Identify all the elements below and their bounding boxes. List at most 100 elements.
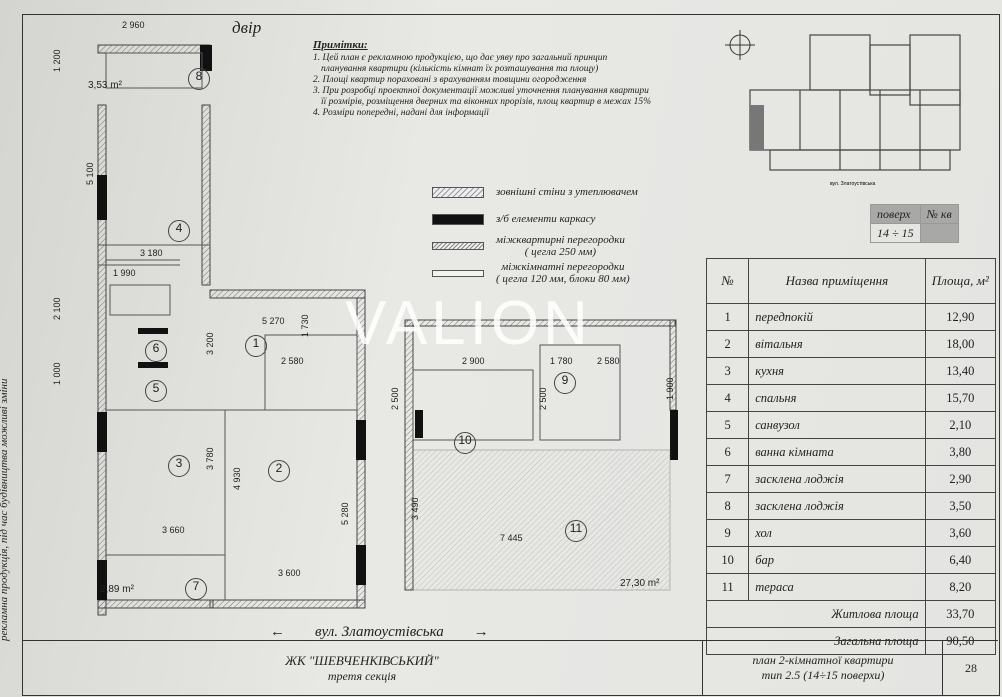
room-num: 11 xyxy=(705,573,750,601)
interapartment-swatch xyxy=(432,242,484,250)
room-num: 6 xyxy=(705,438,750,466)
col-area: Площа, м² xyxy=(924,258,997,304)
dimension-label: 5 280 xyxy=(340,502,350,525)
legend-label: міжкімнатні перегородки( цегла 120 мм, б… xyxy=(496,261,630,285)
page-number: 28 xyxy=(942,641,999,695)
dimension-label: 4 930 xyxy=(232,467,242,490)
room-number-label: 5 xyxy=(145,380,167,402)
note-line: планування квартири (кількість кімнат їх… xyxy=(321,64,599,74)
room-num: 10 xyxy=(705,546,750,574)
note-line: 1. Цей план є рекламною продукцією, що д… xyxy=(313,53,608,63)
room-area: 15,70 xyxy=(924,384,997,412)
floor-plan xyxy=(97,44,678,616)
room-area: 2,90 xyxy=(924,465,997,493)
room-number-label: 7 xyxy=(185,578,207,600)
room-number-label: 3 xyxy=(168,455,190,477)
street-name: вул. Златоустівська xyxy=(315,624,444,640)
room-name: засклена лоджія xyxy=(748,492,926,520)
note-line: її розмірів, розміщення дверних та вікон… xyxy=(321,97,652,107)
dimension-label: 1 780 xyxy=(550,356,573,366)
key-plan-street: вул. Златоустівська xyxy=(830,181,876,187)
room-num: 4 xyxy=(705,384,750,412)
room-num: 8 xyxy=(705,492,750,520)
side-note: рекламна продукція, під час будівництва … xyxy=(0,378,10,642)
dimension-label: 1 000 xyxy=(52,362,62,385)
living-area-label: Житлова площа xyxy=(706,600,926,628)
room-name: передпокій xyxy=(748,303,926,331)
room-area: 2,10 xyxy=(924,411,997,439)
room-name: вітальня xyxy=(748,330,926,358)
room-area: 13,40 xyxy=(924,357,997,385)
dimension-label: 1 730 xyxy=(300,314,310,337)
room-name: спальня xyxy=(748,384,926,412)
room-name: ванна кімната xyxy=(748,438,926,466)
room-name: санвузол xyxy=(748,411,926,439)
watermark: VALION xyxy=(345,289,592,358)
apt-value xyxy=(919,223,959,243)
dimension-label: 3 200 xyxy=(205,332,215,355)
room-number-label: 11 xyxy=(565,520,587,542)
col-num: № xyxy=(705,258,750,304)
note-line: 2. Площі квартир пораховані з врахування… xyxy=(313,75,587,85)
dimension-label: 3 780 xyxy=(205,447,215,470)
legend-label: з/б елементи каркасу xyxy=(496,213,596,225)
dimension-label: 2 580 xyxy=(281,356,304,366)
room-name: кухня xyxy=(748,357,926,385)
room-number-label: 9 xyxy=(554,372,576,394)
col-name: Назва приміщення xyxy=(748,258,926,304)
partition-swatch xyxy=(432,269,484,277)
area-label: 27,30 m² xyxy=(620,578,660,589)
area-label: 2,89 m² xyxy=(100,584,134,595)
room-area: 3,80 xyxy=(924,438,997,466)
concrete-swatch xyxy=(432,213,484,225)
courtyard-label: двір xyxy=(232,18,262,37)
room-area: 18,00 xyxy=(924,330,997,358)
street-label: ← вул. Златоустівська → xyxy=(270,624,489,640)
dimension-label: 1 900 xyxy=(665,377,675,400)
room-number-label: 8 xyxy=(188,68,210,90)
room-num: 2 xyxy=(705,330,750,358)
room-area: 12,90 xyxy=(924,303,997,331)
legend-label: міжквартирні перегородки( цегла 250 мм) xyxy=(496,234,625,258)
dimension-label: 3 180 xyxy=(140,248,163,258)
dimension-label: 2 100 xyxy=(52,297,62,320)
dimension-label: 5 100 xyxy=(85,162,95,185)
room-name: засклена лоджія xyxy=(748,465,926,493)
room-area: 8,20 xyxy=(924,573,997,601)
room-number-label: 2 xyxy=(268,460,290,482)
room-area: 6,40 xyxy=(924,546,997,574)
dimension-label: 2 580 xyxy=(597,356,620,366)
dimension-label: 1 200 xyxy=(52,49,62,72)
dimension-label: 3 490 xyxy=(410,497,420,520)
notes: Примітки: 1. Цей план є рекламною продук… xyxy=(313,40,651,119)
dimension-label: 2 900 xyxy=(462,356,485,366)
legend-label: зовнішні стіни з утеплювачем xyxy=(496,186,638,198)
dimension-label: 1 990 xyxy=(113,268,136,278)
footer: ЖК "ШЕВЧЕНКІВСЬКИЙ"третя секція план 2-к… xyxy=(22,640,998,695)
note-line: 3. При розробці проектної документації м… xyxy=(313,86,649,96)
page-frame xyxy=(22,14,1000,696)
apt-header: № кв xyxy=(919,204,959,224)
dimension-label: 2 960 xyxy=(122,20,145,30)
apartment-highlight xyxy=(750,105,764,150)
room-area: 3,50 xyxy=(924,492,997,520)
room-num: 7 xyxy=(705,465,750,493)
living-area-value: 33,70 xyxy=(924,600,997,628)
dimension-label: 5 270 xyxy=(262,316,285,326)
room-num: 5 xyxy=(705,411,750,439)
note-line: 4. Розміри попередні, надані для інформа… xyxy=(313,108,490,118)
key-plan: вул. Златоустівська xyxy=(725,30,961,187)
exterior-wall-swatch xyxy=(432,186,484,198)
room-num: 9 xyxy=(705,519,750,547)
